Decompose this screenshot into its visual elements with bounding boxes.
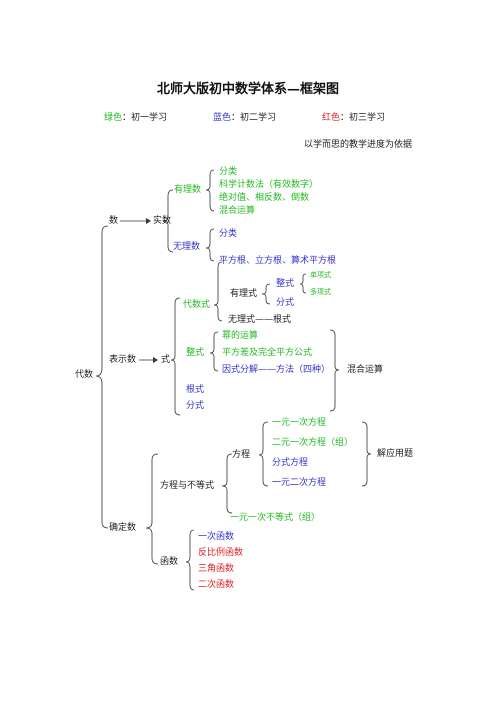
node-youlishi: 有理式 bbox=[230, 289, 258, 299]
brace-daishu bbox=[95, 225, 109, 529]
brace-quedingshu bbox=[145, 453, 159, 565]
hanshu-item-3: 二次函数 bbox=[198, 580, 235, 590]
node-quedingshu: 确定数 bbox=[109, 523, 137, 533]
node-genshi: 根式 bbox=[186, 385, 205, 395]
brace-zhengshi bbox=[209, 331, 219, 372]
legend-green-text: ：初一学习 bbox=[122, 113, 168, 123]
brace-youlishi bbox=[261, 283, 271, 305]
brace-youlishu bbox=[205, 169, 215, 212]
node-fenshi: 分式 bbox=[186, 401, 205, 411]
youlishu-item-1: 科学计数法（有效数字） bbox=[219, 180, 319, 190]
fangcheng-item-2: 分式方程 bbox=[272, 458, 309, 468]
hanshu-item-2: 三角函数 bbox=[198, 564, 235, 574]
brace-fangcheng-bdd bbox=[221, 453, 233, 514]
brace-shishu bbox=[163, 189, 174, 253]
legend-green-label: 绿色 bbox=[104, 113, 123, 123]
zhengshi-item-2: 因式分解——方法（四种） bbox=[222, 365, 331, 375]
node-fangcheng: 方程 bbox=[232, 450, 251, 460]
brace-fangcheng bbox=[258, 421, 269, 487]
node-shu: 数 bbox=[109, 216, 119, 226]
bracket-hunhe bbox=[329, 329, 340, 412]
node-wulishi: 无理式——根式 bbox=[228, 315, 292, 325]
brace-shi bbox=[170, 297, 181, 416]
node-biaoshishu: 表示数 bbox=[109, 355, 137, 365]
brace-hanshu bbox=[185, 529, 195, 591]
node-hanshu: 函数 bbox=[160, 557, 179, 567]
fangcheng-item-0: 一元一次方程 bbox=[272, 418, 327, 428]
hanshu-item-0: 一次函数 bbox=[198, 532, 235, 542]
zhengshi-item-0: 幂的运算 bbox=[222, 331, 259, 341]
node-fenshi-a: 分式 bbox=[276, 298, 295, 308]
node-jieyingyong: 解应用题 bbox=[377, 449, 414, 459]
node-wulishu: 无理数 bbox=[173, 242, 201, 252]
wulishu-item-1: 平方根、立方根、算术平方根 bbox=[219, 256, 337, 266]
node-fangcheng-bdd: 方程与不等式 bbox=[160, 481, 215, 491]
node-budengshi: 一元一次不等式（组） bbox=[230, 513, 321, 523]
legend-note: 以学而思的教学进度为依据 bbox=[304, 140, 413, 150]
legend-red-text: ：初三学习 bbox=[340, 113, 386, 123]
legend-blue-label: 蓝色 bbox=[213, 113, 232, 123]
node-hunhe: 混合运算 bbox=[347, 365, 384, 375]
node-shi: 式 bbox=[161, 355, 171, 365]
node-shishu: 实数 bbox=[153, 216, 172, 226]
node-zhengshi: 整式 bbox=[186, 348, 205, 358]
node-daishu: 代数 bbox=[75, 370, 94, 380]
node-zhengshi-a: 整式 bbox=[276, 279, 295, 289]
node-duoxiangshi: 多项式 bbox=[310, 288, 331, 296]
arrowhead-shu-shishu bbox=[146, 218, 151, 224]
node-daishushi: 代数式 bbox=[183, 300, 211, 310]
node-danxiangshi: 单项式 bbox=[310, 271, 331, 279]
fangcheng-item-3: 一元二次方程 bbox=[272, 478, 327, 488]
legend-red-label: 红色 bbox=[322, 113, 341, 123]
arrowhead-biaoshishu-shi bbox=[153, 357, 158, 363]
legend-blue-text: ：初二学习 bbox=[231, 113, 277, 123]
zhengshi-item-1: 平方差及完全平方公式 bbox=[222, 348, 313, 358]
brace-daishushi bbox=[213, 261, 223, 322]
youlishu-item-0: 分类 bbox=[219, 167, 238, 177]
fangcheng-item-1: 二元一次方程（组） bbox=[272, 438, 354, 448]
youlishu-item-2: 绝对值、相反数、倒数 bbox=[219, 193, 310, 203]
node-youlishu: 有理数 bbox=[174, 185, 202, 195]
brace-zhengshi-sub bbox=[299, 273, 307, 294]
hanshu-item-1: 反比例函数 bbox=[198, 548, 244, 558]
bracket-jieyingyong bbox=[361, 421, 372, 487]
youlishu-item-3: 混合运算 bbox=[219, 206, 256, 216]
brace-wulishu bbox=[205, 228, 215, 262]
page-title: 北师大版初中数学体系—框架图 bbox=[156, 82, 339, 97]
wulishu-item-0: 分类 bbox=[219, 229, 238, 239]
